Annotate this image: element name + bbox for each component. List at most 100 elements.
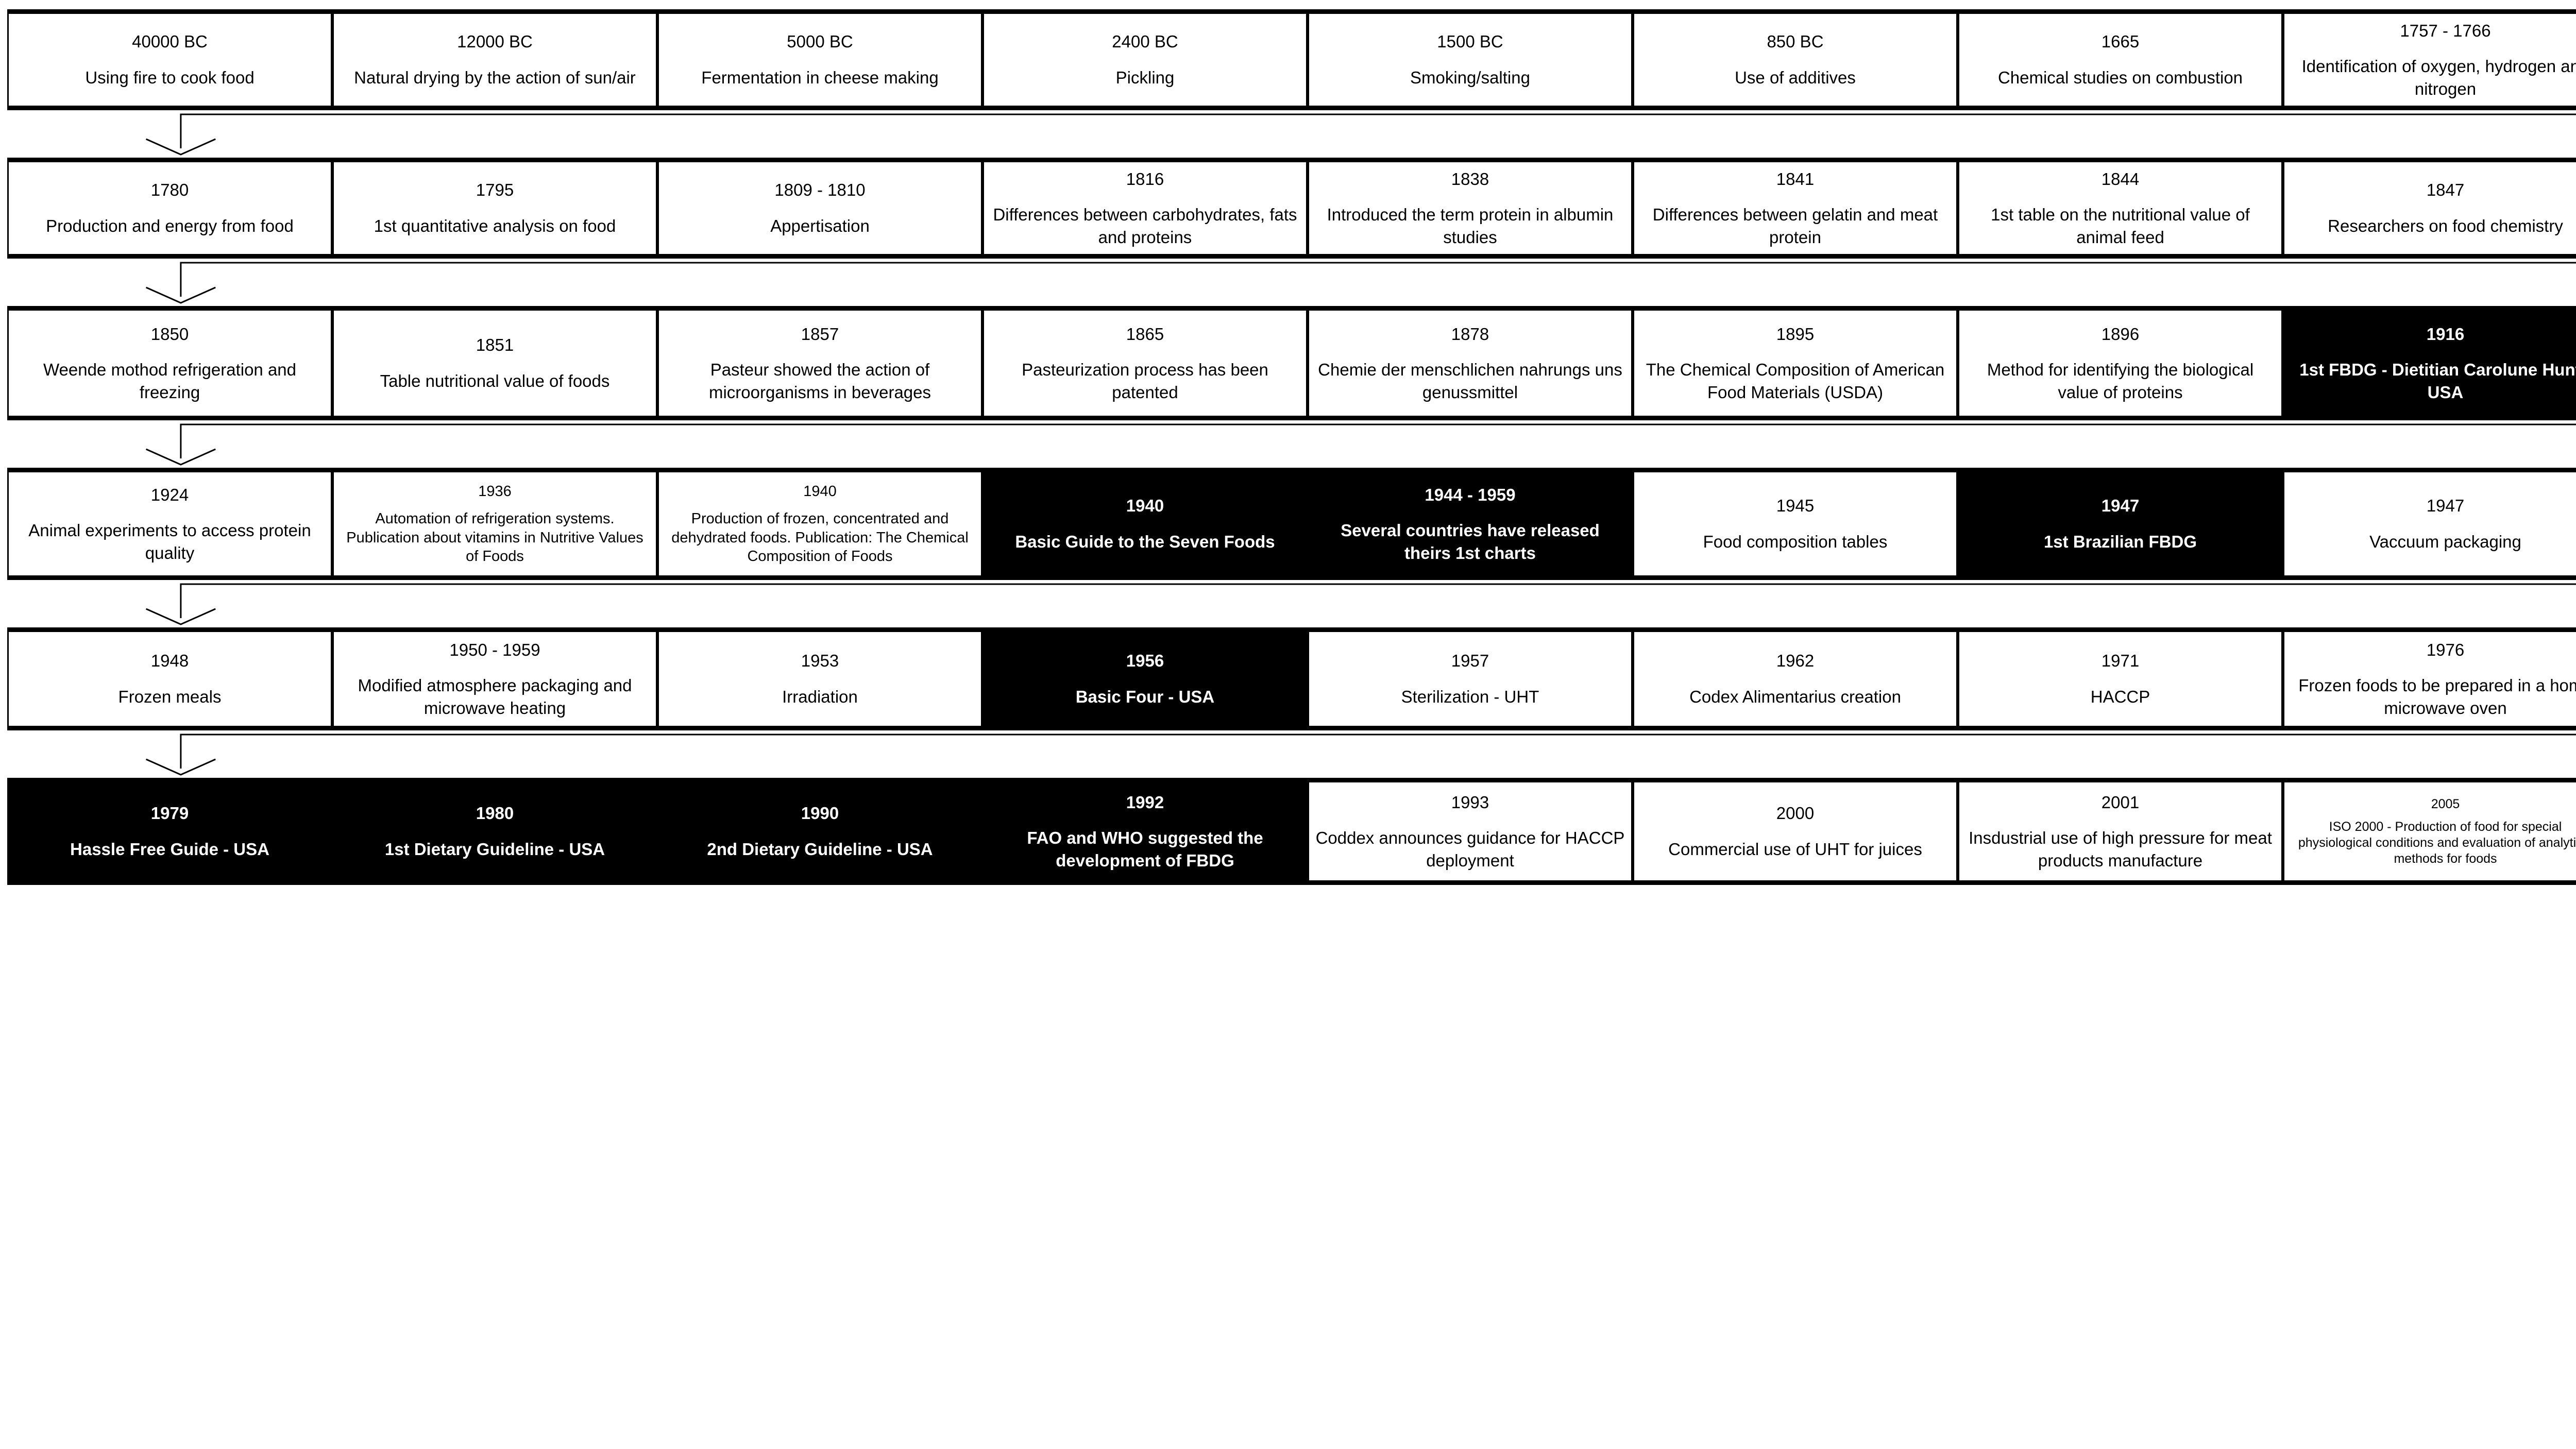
timeline-event-box[interactable]: 12000 BC Natural drying by the action of … bbox=[332, 9, 657, 110]
event-description: Fermentation in cheese making bbox=[701, 68, 939, 87]
event-description: Natural drying by the action of sun/air bbox=[354, 68, 636, 87]
event-description: Vaccuum packaging bbox=[2369, 532, 2521, 551]
event-year: 1665 bbox=[2101, 32, 2140, 52]
event-year: 12000 BC bbox=[457, 32, 533, 52]
event-year: 1847 bbox=[2426, 180, 2465, 200]
event-description: ISO 2000 - Production of food for specia… bbox=[2298, 820, 2576, 866]
event-description: Appertisation bbox=[770, 216, 870, 235]
event-year: 1838 bbox=[1451, 169, 1489, 189]
event-year: 1844 bbox=[2101, 169, 2140, 189]
event-year: 1865 bbox=[1126, 324, 1164, 344]
event-description: Modified atmosphere packaging and microw… bbox=[358, 676, 632, 718]
wrap-down-arrow-icon bbox=[7, 420, 2576, 468]
event-year: 1809 - 1810 bbox=[774, 180, 866, 200]
event-description: Hassle Free Guide - USA bbox=[70, 840, 269, 859]
event-year: 2400 BC bbox=[1112, 32, 1178, 52]
event-description: 1st Brazilian FBDG bbox=[2043, 532, 2197, 551]
event-description: Production and energy from food bbox=[46, 216, 294, 235]
event-year: 1956 bbox=[1126, 651, 1164, 671]
event-year: 1945 bbox=[1776, 496, 1815, 516]
wrap-down-arrow-icon bbox=[7, 110, 2576, 158]
event-description: Method for identifying the biological va… bbox=[1987, 360, 2254, 402]
event-year: 1957 bbox=[1451, 651, 1489, 671]
event-description: Basic Guide to the Seven Foods bbox=[1015, 532, 1275, 551]
event-description: Frozen meals bbox=[118, 687, 222, 706]
timeline-cell: 1947 1st Brazilian FBDG bbox=[1958, 468, 2309, 580]
event-year: 1947 bbox=[2101, 496, 2140, 516]
event-year: 1850 bbox=[150, 324, 189, 344]
event-year: 1878 bbox=[1451, 324, 1489, 344]
event-year: 1962 bbox=[1776, 651, 1815, 671]
event-year: 2001 bbox=[2101, 792, 2140, 812]
wrap-down-arrow-icon bbox=[7, 259, 2576, 306]
event-description: Table nutritional value of foods bbox=[380, 371, 610, 390]
event-description: Codex Alimentarius creation bbox=[1689, 687, 1901, 706]
timeline-event-box[interactable]: 1947 1st Brazilian FBDG bbox=[1958, 468, 2283, 580]
event-description: Introduced the term protein in albumin s… bbox=[1327, 205, 1614, 247]
